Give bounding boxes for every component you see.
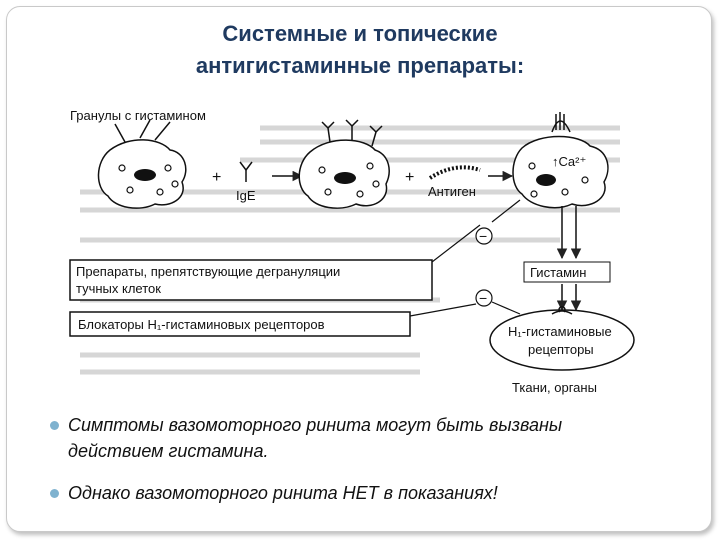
bullet-dot-icon — [50, 489, 59, 498]
drug-box-1-line2: тучных клеток — [76, 281, 161, 296]
cell-1-granules — [118, 164, 179, 196]
receptors-line1: H₁-гистаминовые — [508, 324, 612, 339]
mast-cell-2 — [298, 119, 390, 209]
plus-1: + — [212, 169, 221, 186]
tissues-label: Ткани, органы — [512, 380, 597, 395]
drug-box-1-line1: Препараты, препятствующие дегрануляции — [76, 264, 340, 279]
minus-1: − — [479, 228, 487, 244]
cell-3-nucleus — [536, 174, 556, 186]
minus-circle-2 — [475, 289, 493, 307]
bullet-text-1: Симптомы вазомоторного ринита могут быть… — [68, 415, 563, 461]
inhibit-line-2 — [491, 301, 521, 315]
cell-1-nucleus — [134, 169, 156, 181]
receptors-ellipse — [489, 309, 635, 371]
mast-cell-1 — [97, 119, 187, 209]
ige-icon — [239, 161, 253, 182]
receptors-line2: рецепторы — [528, 342, 594, 357]
minus-circle-1 — [475, 227, 493, 245]
histamine-label: Гистамин — [530, 265, 587, 280]
inhibit-line-1b — [431, 224, 481, 263]
drug-box-2 — [69, 311, 411, 337]
bullet-dot-icon — [50, 421, 59, 430]
minus-2: − — [479, 290, 487, 306]
antigen-chain-icon — [428, 165, 481, 180]
inhibit-line-2b — [409, 303, 477, 317]
drug-box-1 — [69, 259, 433, 301]
mechanism-diagram: Гранулы с гистамином + IgE + Антиген — [69, 108, 635, 395]
ige-label: IgE — [236, 188, 256, 203]
cell-2-granules — [318, 162, 380, 198]
antigen-label: Антиген — [428, 184, 476, 199]
granules-label: Гранулы с гистамином — [70, 108, 206, 123]
histamine-box — [523, 261, 611, 283]
inhibit-line-1 — [491, 199, 521, 223]
cell-2-nucleus — [334, 172, 356, 184]
slide-title-line2: антигистаминные препараты: — [195, 53, 525, 78]
drug-box-2-label: Блокаторы H₁-гистаминовых рецепторов — [78, 317, 325, 332]
receptor-sites-icon — [551, 306, 573, 315]
bullet-text-2: Однако вазомоторного ринита НЕТ в показа… — [68, 483, 498, 503]
calcium-label: ↑Ca²⁺ — [552, 154, 586, 169]
mast-cell-3 — [512, 112, 609, 209]
plus-2: + — [405, 169, 414, 186]
cell-3-granules — [528, 162, 589, 198]
slide-title-line1: Системные и топические — [222, 21, 498, 46]
